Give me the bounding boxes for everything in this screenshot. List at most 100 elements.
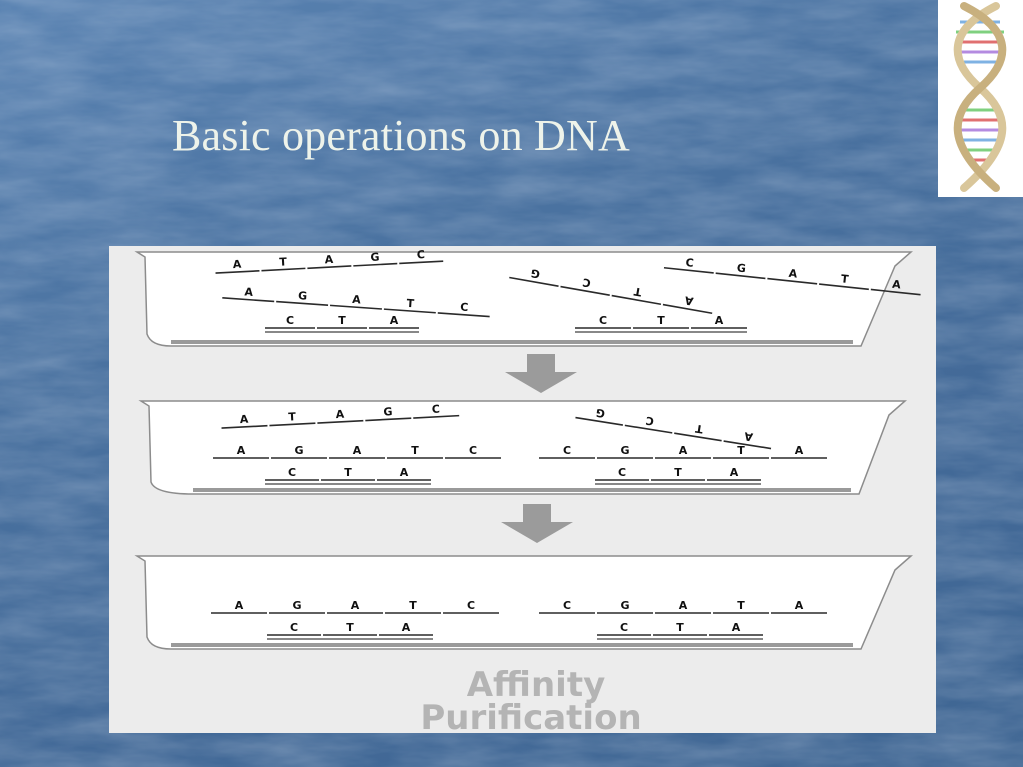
backbone-segment <box>819 283 869 291</box>
base-G: G <box>370 251 380 264</box>
backbone-segment <box>715 272 766 280</box>
base-C: C <box>469 444 477 457</box>
down-arrow-2 <box>501 504 573 543</box>
backbone-segment <box>276 300 329 307</box>
dna-helix-icon <box>953 2 1007 192</box>
backbone-segment <box>269 422 316 427</box>
base-C: C <box>467 599 475 612</box>
backbone-segment <box>317 419 364 424</box>
base-A: A <box>732 621 741 634</box>
helix-backbone-2 <box>953 2 1007 192</box>
backbone-segment <box>767 277 818 285</box>
backbone-segment <box>662 303 713 315</box>
base-T: T <box>279 255 288 268</box>
base-A: A <box>235 599 244 612</box>
backbone-segment <box>399 260 444 265</box>
backbone-segment <box>215 269 260 274</box>
base-G: G <box>298 289 308 303</box>
base-A: A <box>233 258 243 271</box>
backbone-segment <box>575 416 623 426</box>
arrows <box>501 354 577 543</box>
base-C: C <box>581 275 591 289</box>
base-A: A <box>679 599 688 612</box>
base-G: G <box>736 261 746 275</box>
tray-3 <box>134 555 913 650</box>
backbone-segment <box>222 297 275 303</box>
base-A: A <box>351 599 360 612</box>
stage1-strand-2: A G A T C <box>222 285 490 318</box>
base-T: T <box>344 466 352 479</box>
base-T: T <box>657 314 665 327</box>
base-T: T <box>737 599 745 612</box>
backbone-segment <box>365 417 412 422</box>
base-A: A <box>795 444 804 457</box>
backbone-segment <box>437 312 490 318</box>
base-A: A <box>390 314 399 327</box>
base-A: A <box>244 285 254 299</box>
base-C: C <box>290 621 298 634</box>
caption-affinity: Affinity <box>467 665 606 705</box>
base-T: T <box>676 621 684 634</box>
dna-logo <box>938 0 1023 197</box>
base-G: G <box>530 266 541 280</box>
base-A: A <box>730 466 739 479</box>
base-A: A <box>237 444 246 457</box>
backbone-segment <box>674 432 722 442</box>
base-G: G <box>620 599 629 612</box>
base-T: T <box>346 621 354 634</box>
base-C: C <box>563 444 571 457</box>
base-A: A <box>353 444 362 457</box>
backbone-segment <box>870 288 921 296</box>
backbone-segment <box>221 424 268 429</box>
backbone-segment <box>383 308 436 314</box>
base-A: A <box>715 314 724 327</box>
backbone-segment <box>307 265 352 270</box>
backbone-segment <box>329 304 382 310</box>
backbone-segment <box>560 285 610 297</box>
backbone-segment <box>611 294 662 306</box>
base-C: C <box>618 466 626 479</box>
backbone-segment <box>413 414 460 419</box>
base-C: C <box>620 621 628 634</box>
backbone-segment <box>261 267 306 272</box>
caption-purification: Purification <box>420 698 641 733</box>
base-T: T <box>406 297 415 311</box>
base-T: T <box>338 314 346 327</box>
base-A: A <box>240 413 250 426</box>
base-T: T <box>411 444 419 457</box>
base-G: G <box>595 406 606 420</box>
base-A: A <box>892 278 902 292</box>
base-T: T <box>840 272 849 286</box>
backbone-segment <box>663 266 714 274</box>
base-A: A <box>743 429 754 443</box>
base-C: C <box>645 414 655 428</box>
base-C: C <box>288 466 296 479</box>
base-C: C <box>460 300 469 314</box>
base-C: C <box>685 256 694 270</box>
base-C: C <box>599 314 607 327</box>
base-A: A <box>683 293 694 307</box>
slide-title: Basic operations on DNA <box>172 111 630 160</box>
backbone-segment <box>723 440 772 450</box>
base-A: A <box>352 293 362 307</box>
base-A: A <box>400 466 409 479</box>
base-C: C <box>431 403 440 416</box>
base-A: A <box>324 253 334 266</box>
